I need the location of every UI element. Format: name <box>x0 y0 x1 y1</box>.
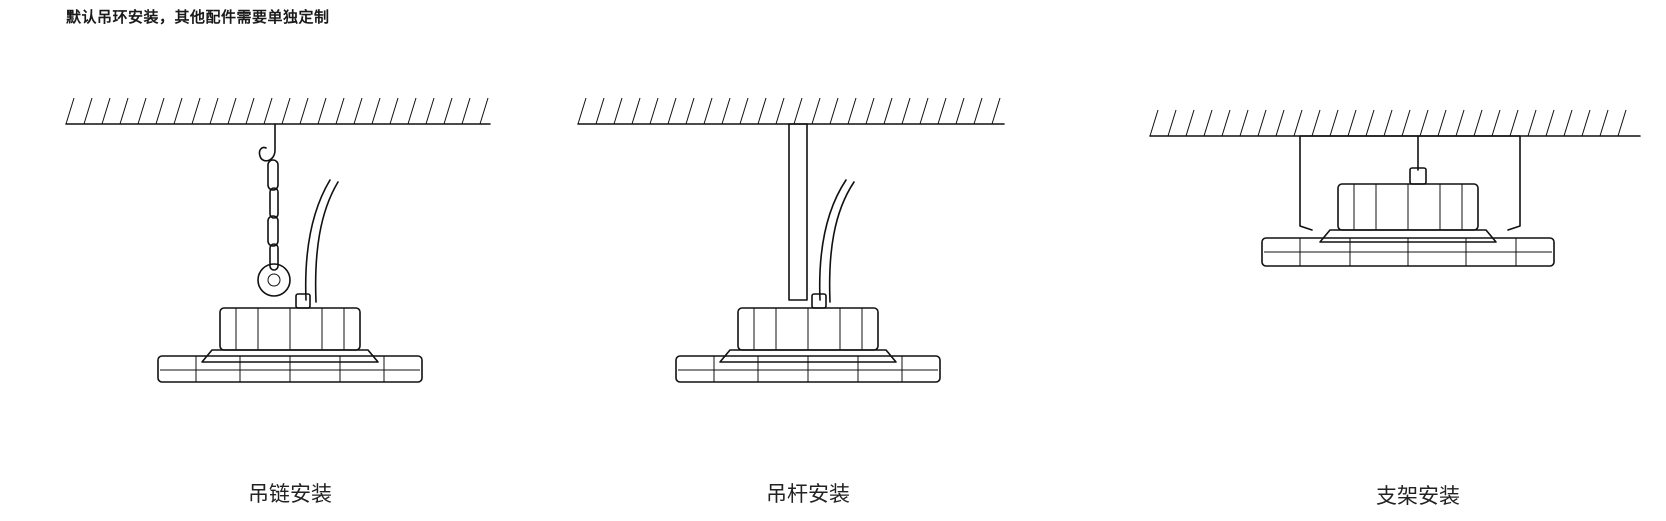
hatch-mark <box>119 97 129 125</box>
hatch-mark <box>1329 109 1339 137</box>
hatch-mark <box>407 97 417 125</box>
bracket-installation-label: 支架安装 <box>1376 484 1460 508</box>
hatch-mark <box>1599 109 1609 137</box>
hatch-mark <box>1365 109 1375 137</box>
power-cable <box>304 179 331 301</box>
hatch-mark <box>955 97 965 125</box>
hatch-mark <box>1185 109 1195 137</box>
hatch-mark <box>937 97 947 125</box>
hatch-mark <box>703 97 713 125</box>
hatch-mark <box>1275 109 1285 137</box>
hatch-mark <box>443 97 453 125</box>
hatch-mark <box>1221 109 1231 137</box>
hatch-mark <box>191 97 201 125</box>
hatch-mark <box>227 97 237 125</box>
chain <box>267 159 279 271</box>
hatch-mark <box>137 97 147 125</box>
power-cable <box>818 179 847 301</box>
hatch-mark <box>973 97 983 125</box>
hatch-mark <box>1347 109 1357 137</box>
hatch-mark <box>631 97 641 125</box>
ceiling-hatch <box>65 97 491 125</box>
rod-installation-label: 吊杆安装 <box>766 482 850 506</box>
hatch-mark <box>1545 109 1555 137</box>
hatch-mark <box>1167 109 1177 137</box>
hatch-mark <box>667 97 677 125</box>
hatch-mark <box>1491 109 1501 137</box>
hatch-mark <box>595 97 605 125</box>
hatch-mark <box>281 97 291 125</box>
hatch-mark <box>263 97 273 125</box>
hatch-mark <box>65 97 75 125</box>
hatch-mark <box>883 97 893 125</box>
hatch-mark <box>209 97 219 125</box>
hatch-mark <box>1383 109 1393 137</box>
hatch-mark <box>83 97 93 125</box>
hatch-mark <box>245 97 255 125</box>
hatch-mark <box>739 97 749 125</box>
hatch-mark <box>649 97 659 125</box>
hatch-mark <box>479 97 489 125</box>
hatch-mark <box>811 97 821 125</box>
hatch-mark <box>1257 109 1267 137</box>
hatch-mark <box>721 97 731 125</box>
default-install-note: 默认吊环安装，其他配件需要单独定制 <box>66 8 330 26</box>
hatch-mark <box>155 97 165 125</box>
hatch-mark <box>1239 109 1249 137</box>
hatch-mark <box>1401 109 1411 137</box>
hatch-mark <box>577 97 587 125</box>
hatch-mark <box>1293 109 1303 137</box>
highbay-lamp <box>157 293 423 383</box>
hanging-ring <box>257 263 291 297</box>
hatch-mark <box>1149 109 1159 137</box>
hatch-mark <box>1437 109 1447 137</box>
suspension-rod <box>788 123 808 301</box>
hatch-mark <box>173 97 183 125</box>
hatch-mark <box>847 97 857 125</box>
hatch-mark <box>1203 109 1213 137</box>
ceiling-hook <box>258 123 276 162</box>
hatch-mark <box>1581 109 1591 137</box>
hatch-mark <box>901 97 911 125</box>
mounting-bracket <box>1299 135 1521 231</box>
hatch-mark <box>991 97 1001 125</box>
hatch-mark <box>317 97 327 125</box>
hatch-mark <box>613 97 623 125</box>
hatch-mark <box>425 97 435 125</box>
hatch-mark <box>919 97 929 125</box>
hatch-mark <box>865 97 875 125</box>
chain-installation-label: 吊链安装 <box>248 482 332 506</box>
hatch-mark <box>353 97 363 125</box>
hatch-mark <box>1419 109 1429 137</box>
hatch-mark <box>461 97 471 125</box>
hatch-mark <box>793 97 803 125</box>
highbay-lamp <box>675 293 941 383</box>
hatch-mark <box>299 97 309 125</box>
hatch-mark <box>335 97 345 125</box>
hatch-mark <box>101 97 111 125</box>
ceiling-hatch <box>1149 109 1641 137</box>
hatch-mark <box>775 97 785 125</box>
hatch-mark <box>757 97 767 125</box>
hatch-mark <box>1473 109 1483 137</box>
hatch-mark <box>389 97 399 125</box>
hatch-mark <box>1617 109 1627 137</box>
hatch-mark <box>685 97 695 125</box>
hatch-mark <box>1509 109 1519 137</box>
hatch-mark <box>1455 109 1465 137</box>
highbay-lamp <box>1261 167 1555 267</box>
hatch-mark <box>829 97 839 125</box>
hatch-mark <box>371 97 381 125</box>
hatch-mark <box>1311 109 1321 137</box>
hatch-mark <box>1563 109 1573 137</box>
hatch-mark <box>1527 109 1537 137</box>
